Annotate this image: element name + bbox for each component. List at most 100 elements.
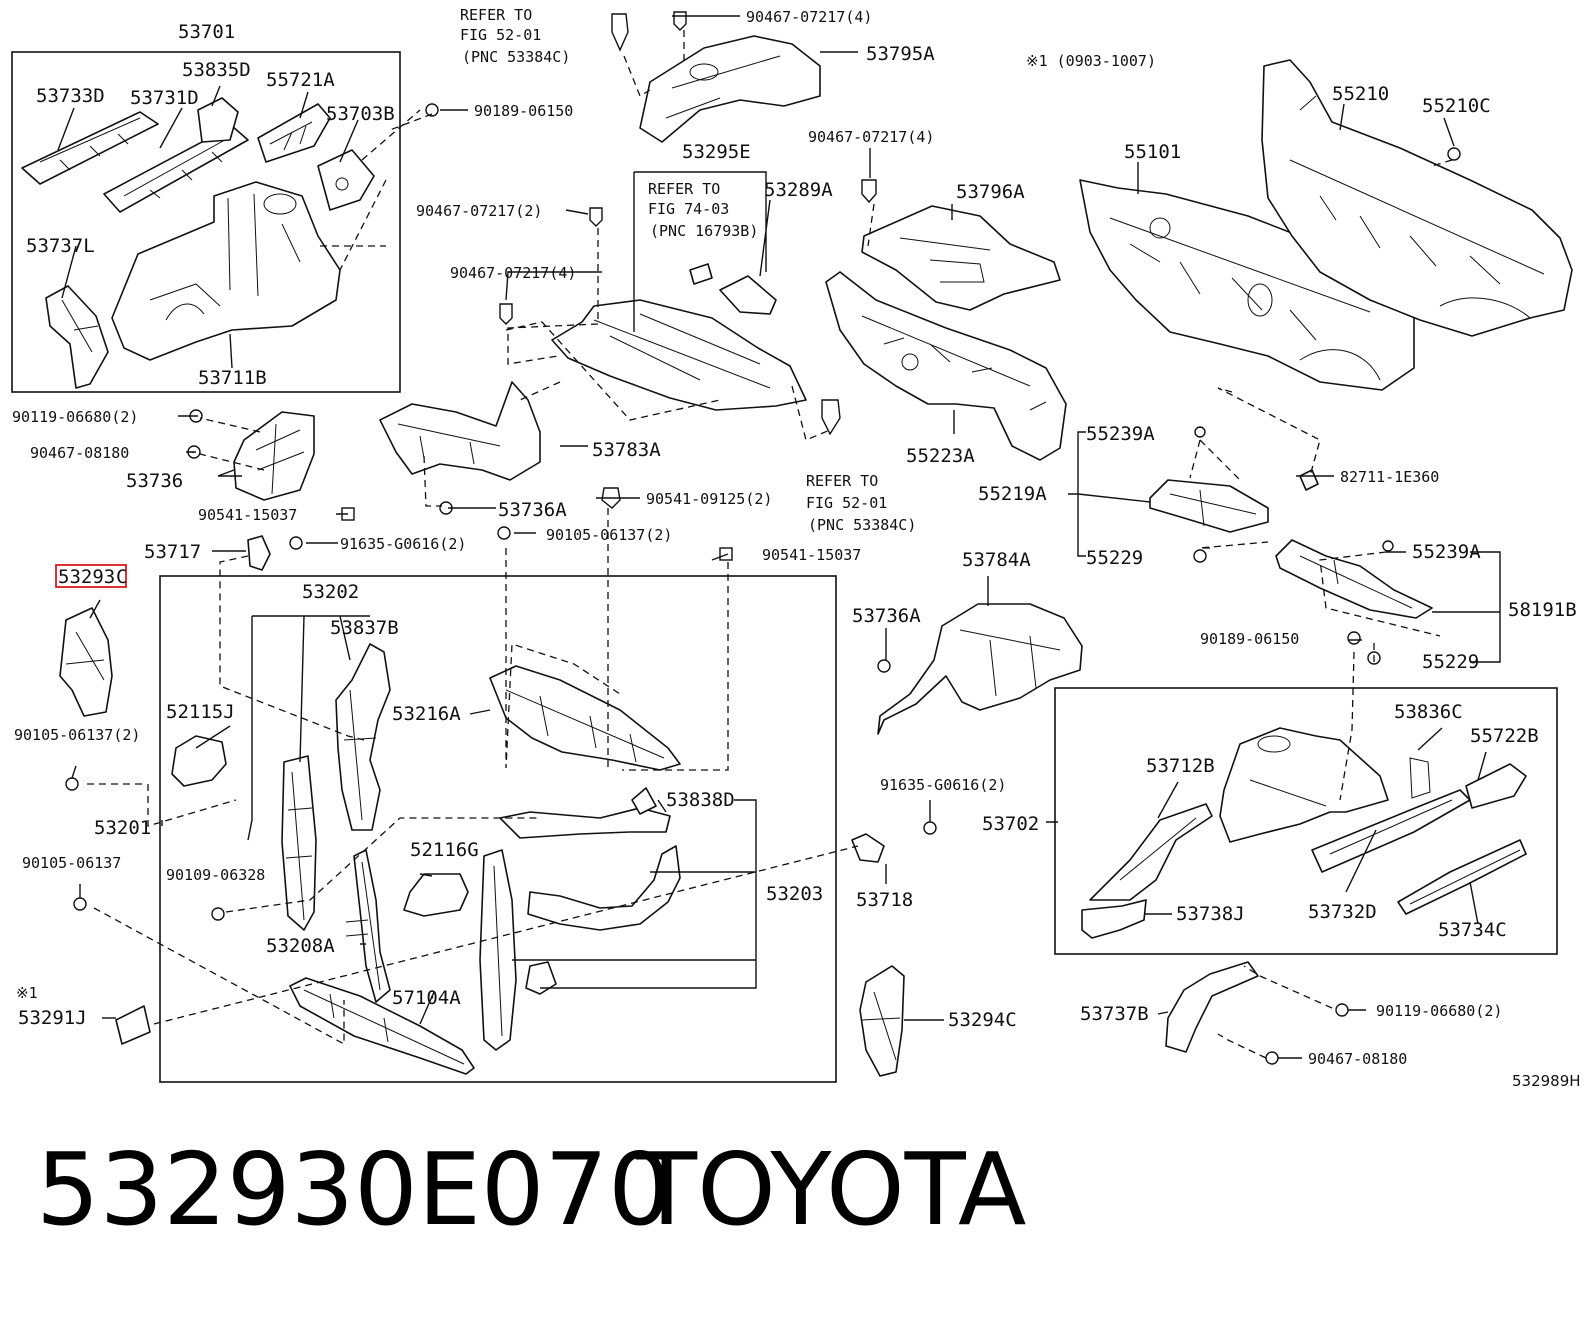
label-53837B: 53837B — [330, 617, 399, 639]
part-53718-shape — [851, 833, 885, 863]
nut-90541-15037-b-icon — [719, 547, 733, 561]
label-53216A: 53216A — [392, 703, 461, 725]
footer: 532930E070 TOYOTA — [36, 1130, 1136, 1270]
label-55219A: 55219A — [978, 483, 1047, 505]
label-53736A-b: 53736A — [852, 605, 921, 627]
clip-90467-07217-a-icon — [673, 11, 687, 31]
label-55229-a: 55229 — [1086, 547, 1143, 569]
part-53737L-shape — [45, 285, 109, 389]
label-53201: 53201 — [94, 817, 151, 839]
label-90109-06328: 90109-06328 — [166, 866, 265, 884]
label-90105-06137: 90105-06137 — [22, 854, 121, 872]
part-53717-shape — [247, 535, 271, 571]
label-53717: 53717 — [144, 541, 201, 563]
label-90467-07217-4a: 90467-07217(4) — [746, 8, 872, 26]
label-91635-G0616-2b: 91635-G0616(2) — [880, 776, 1006, 794]
label-asterisk-mark: ※1 — [16, 984, 38, 1002]
label-90467-07217-2: 90467-07217(2) — [416, 202, 542, 220]
clip-90467-07217-d-icon — [861, 179, 877, 204]
label-55223A: 55223A — [906, 445, 975, 467]
part-53294C-shape — [859, 965, 905, 1077]
bolt-90119-06680-b-icon — [1335, 1003, 1349, 1017]
label-90119-06680-2: 90119-06680(2) — [12, 408, 138, 426]
part-53703B-shape — [317, 149, 375, 211]
part-53203-shape — [479, 845, 681, 1051]
part-53733D-shape — [21, 111, 159, 185]
label-55229-b: 55229 — [1422, 651, 1479, 673]
label-90189-06150: 90189-06150 — [474, 102, 573, 120]
label-53836C: 53836C — [1394, 701, 1463, 723]
label-53718: 53718 — [856, 889, 913, 911]
bolt-90109-06328-icon — [211, 907, 225, 921]
group-frame-53701 — [11, 51, 401, 393]
label-53835D: 53835D — [182, 59, 251, 81]
label-90467-08180-b: 90467-08180 — [1308, 1050, 1407, 1068]
part-53738J-shape — [1081, 899, 1147, 939]
label-90541-15037: 90541-15037 — [198, 506, 297, 524]
part-53783A-shape — [379, 381, 541, 481]
label-90467-07217-4c: 90467-07217(4) — [808, 128, 934, 146]
clip-55239A-a-icon — [1194, 426, 1206, 438]
label-53784A: 53784A — [962, 549, 1031, 571]
group-frame-53702 — [1054, 687, 1558, 955]
refer-b-line2: FIG 74-03 — [648, 200, 729, 218]
label-53712B: 53712B — [1146, 755, 1215, 777]
bolt-91635-G0616-b-icon — [923, 821, 937, 835]
refer-a-line3: (PNC 53384C) — [462, 48, 570, 66]
label-55722B: 55722B — [1470, 725, 1539, 747]
part-52115J-shape — [171, 735, 227, 787]
part-53837B-shape — [335, 643, 391, 831]
fasteners — [65, 11, 1461, 1065]
label-53736A: 53736A — [498, 499, 567, 521]
part-refer-16793B-shape — [689, 263, 713, 285]
refer-b-line1: REFER TO — [648, 180, 720, 198]
label-53295E: 53295E — [682, 141, 751, 163]
label-55239A-a: 55239A — [1086, 423, 1155, 445]
leader-lines — [57, 15, 1501, 1059]
refer-b-line3: (PNC 16793B) — [650, 222, 758, 240]
label-57104A: 57104A — [392, 987, 461, 1009]
label-55101: 55101 — [1124, 141, 1181, 163]
label-53738J: 53738J — [1176, 903, 1245, 925]
label-53737B: 53737B — [1080, 1003, 1149, 1025]
label-53783A: 53783A — [592, 439, 661, 461]
label-90541-09125-2: 90541-09125(2) — [646, 490, 772, 508]
label-53736: 53736 — [126, 470, 183, 492]
part-53289A-shape — [719, 275, 777, 315]
label-55721A: 55721A — [266, 69, 335, 91]
label-53293C-suffix: C — [116, 566, 127, 588]
clip-55210C-icon — [1447, 147, 1461, 161]
label-53291J: 53291J — [18, 1007, 87, 1029]
label-53701: 53701 — [178, 21, 235, 43]
part-53734C-shape — [1397, 839, 1527, 915]
label-53293C-part: 53293 — [58, 566, 115, 588]
bolt-90467-08180-b-icon — [1265, 1051, 1279, 1065]
footer-brand: TOYOTA — [636, 1131, 1027, 1248]
refer-c-line2: FIG 52-01 — [806, 494, 887, 512]
label-53703B: 53703B — [326, 103, 395, 125]
label-53202: 53202 — [302, 581, 359, 603]
label-52115J: 52115J — [166, 701, 235, 723]
label-53838D: 53838D — [666, 789, 735, 811]
part-55219A-shape — [1149, 479, 1269, 533]
label-53702: 53702 — [982, 813, 1039, 835]
part-53291J-shape — [115, 1005, 151, 1045]
footer-part-number: 532930E070 — [36, 1131, 672, 1248]
assembly-dash-lines — [86, 30, 1453, 1059]
clip-90467-07217-c-icon — [499, 303, 513, 325]
label-90467-07217-4b: 90467-07217(4) — [450, 264, 576, 282]
label-53289A: 53289A — [764, 179, 833, 201]
part-53731D-shape — [103, 125, 249, 213]
bolt-90105-06137-icon — [497, 526, 511, 540]
bolt-90189-06150-icon — [425, 103, 439, 117]
bolt-53736A-b-icon — [877, 659, 891, 673]
bolt-90105-06137-b-icon — [73, 897, 87, 911]
label-82711-1E360: 82711-1E360 — [1340, 468, 1439, 486]
refer-a-line1: REFER TO — [460, 6, 532, 24]
bolt-91635-G0616-icon — [289, 536, 303, 550]
label-53731D: 53731D — [130, 87, 199, 109]
label-53294C: 53294C — [948, 1009, 1017, 1031]
label-53796A: 53796A — [956, 181, 1025, 203]
label-53203: 53203 — [766, 883, 823, 905]
